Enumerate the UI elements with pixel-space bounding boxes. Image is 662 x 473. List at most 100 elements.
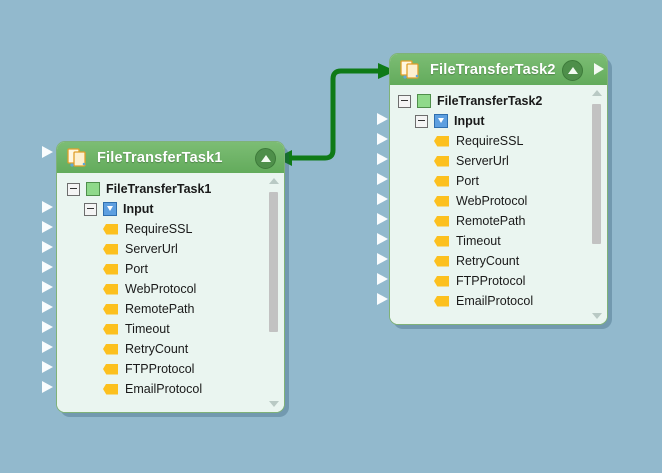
tree-row-field[interactable]: FTPProtocol [390,271,585,291]
tree-row-field[interactable]: Timeout [57,319,262,339]
tree-view[interactable]: FileTransferTask2 Input RequireSSL Serve… [390,91,585,311]
tree-row-field[interactable]: RemotePath [390,211,585,231]
vertical-scrollbar[interactable] [590,90,603,319]
input-port-icon[interactable] [42,146,53,158]
chevron-up-icon[interactable] [562,60,583,81]
tree-row-field[interactable]: RemotePath [57,299,262,319]
tree-row-field[interactable]: RequireSSL [57,219,262,239]
node-filetransfertask2[interactable]: FileTransferTask2 FileTransferTask2 Inpu… [377,53,612,329]
input-port-icon[interactable] [42,281,53,293]
node-header[interactable]: FileTransferTask2 [390,54,607,85]
collapse-box-icon[interactable] [398,94,411,108]
scrollbar-thumb[interactable] [269,192,278,332]
field-tag-icon [103,343,118,355]
input-port-icon[interactable] [42,381,53,393]
field-label: WebProtocol [456,194,528,208]
input-port-icon[interactable] [377,253,388,265]
tree-row-field[interactable]: FTPProtocol [57,359,262,379]
input-port-icon[interactable] [42,241,53,253]
output-port-icon[interactable] [594,63,604,75]
collapse-box-icon[interactable] [67,182,80,196]
file-transfer-icon [399,59,421,81]
field-label: RequireSSL [456,134,524,148]
field-tag-icon [434,235,449,247]
input-port-icon[interactable] [42,301,53,313]
field-tag-icon [103,243,118,255]
scroll-up-icon[interactable] [592,90,602,96]
scroll-up-icon[interactable] [269,178,279,184]
tree-row-field[interactable]: ServerUrl [390,151,585,171]
tree-view[interactable]: FileTransferTask1 Input RequireSSL Serve… [57,179,262,399]
tree-row-root[interactable]: FileTransferTask1 [57,179,262,199]
input-port-icon[interactable] [377,273,388,285]
field-label: Port [456,174,479,188]
tree-row-field[interactable]: EmailProtocol [57,379,262,399]
field-label: ServerUrl [125,242,178,256]
input-port-icon[interactable] [377,213,388,225]
tree-row-field[interactable]: WebProtocol [390,191,585,211]
tree-group-label: Input [123,202,154,216]
input-port-icon[interactable] [377,113,388,125]
collapse-box-icon[interactable] [84,202,97,216]
tree-row-field[interactable]: WebProtocol [57,279,262,299]
tree-root-label: FileTransferTask1 [106,182,212,196]
vertical-scrollbar[interactable] [267,178,280,407]
tree-row-input[interactable]: Input [57,199,262,219]
field-tag-icon [434,155,449,167]
input-port-icon[interactable] [377,133,388,145]
field-tag-icon [434,295,449,307]
scrollbar-thumb[interactable] [592,104,601,244]
input-arrow-icon [434,114,448,128]
tree-row-field[interactable]: Port [390,171,585,191]
field-label: Timeout [456,234,501,248]
input-port-icon[interactable] [377,293,388,305]
field-label: WebProtocol [125,282,197,296]
node-header[interactable]: FileTransferTask1 [57,142,284,173]
input-port-icon[interactable] [42,321,53,333]
field-label: EmailProtocol [456,294,534,308]
field-tag-icon [103,383,118,395]
tree-row-field[interactable]: Timeout [390,231,585,251]
field-tag-icon [434,255,449,267]
tree-row-input[interactable]: Input [390,111,585,131]
tree-group-label: Input [454,114,485,128]
field-label: RetryCount [125,342,189,356]
input-port-icon[interactable] [377,153,388,165]
scroll-down-icon[interactable] [592,313,602,319]
input-port-icon[interactable] [377,173,388,185]
file-transfer-icon [66,147,88,169]
tree-row-field[interactable]: RetryCount [390,251,585,271]
field-tag-icon [103,323,118,335]
field-tag-icon [103,303,118,315]
node-title: FileTransferTask2 [430,61,556,78]
node-filetransfertask1[interactable]: FileTransferTask1 FileTransferTask1 Inpu… [42,141,289,417]
green-square-icon [86,182,100,196]
tree-row-field[interactable]: EmailProtocol [390,291,585,311]
input-port-icon[interactable] [42,221,53,233]
input-port-icon[interactable] [42,201,53,213]
field-tag-icon [434,175,449,187]
field-label: RetryCount [456,254,520,268]
field-label: FTPProtocol [125,362,195,376]
field-tag-icon [103,263,118,275]
collapse-box-icon[interactable] [415,114,428,128]
scroll-down-icon[interactable] [269,401,279,407]
tree-row-field[interactable]: RetryCount [57,339,262,359]
tree-row-field[interactable]: RequireSSL [390,131,585,151]
tree-row-root[interactable]: FileTransferTask2 [390,91,585,111]
field-label: FTPProtocol [456,274,526,288]
node-title: FileTransferTask1 [97,149,223,166]
field-label: ServerUrl [456,154,509,168]
input-port-icon[interactable] [42,341,53,353]
tree-row-field[interactable]: Port [57,259,262,279]
field-tag-icon [103,283,118,295]
tree-row-field[interactable]: ServerUrl [57,239,262,259]
input-port-icon[interactable] [42,261,53,273]
chevron-up-icon[interactable] [255,148,276,169]
input-port-icon[interactable] [42,361,53,373]
input-port-icon[interactable] [377,193,388,205]
field-tag-icon [103,223,118,235]
field-label: RemotePath [456,214,526,228]
input-port-icon[interactable] [377,233,388,245]
